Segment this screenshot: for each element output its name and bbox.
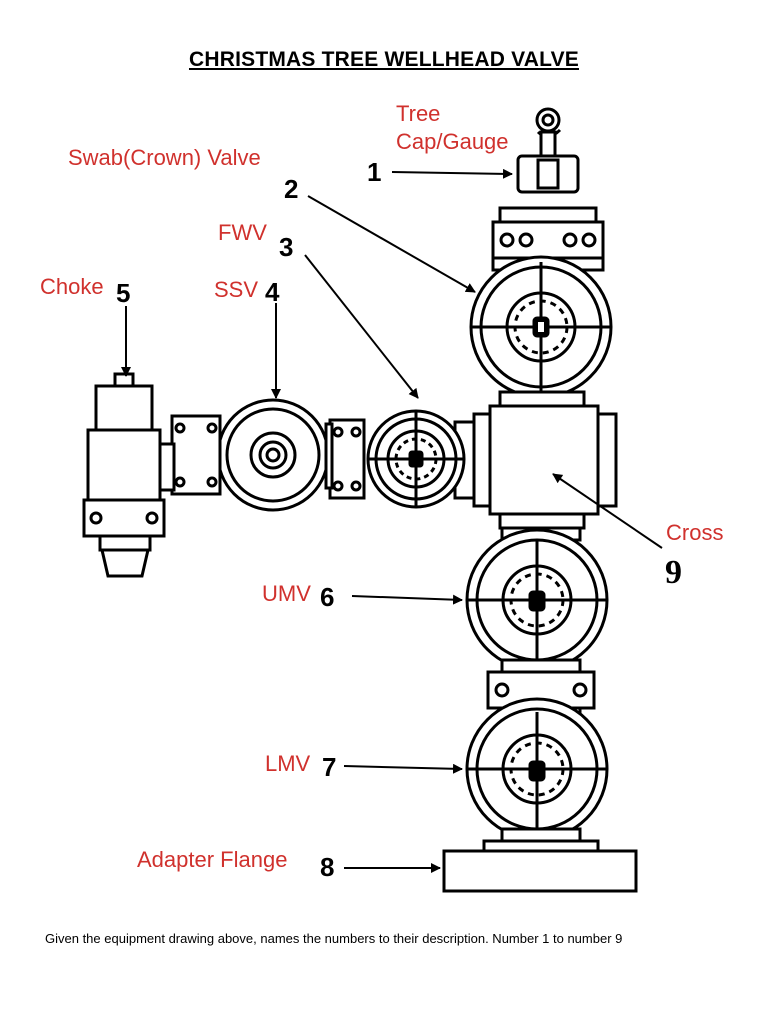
cross-body [472, 404, 618, 530]
umv-valve [465, 526, 609, 674]
label-swab-valve: Swab(Crown) Valve [68, 145, 261, 170]
number-3: 3 [279, 232, 293, 262]
arrow-7 [343, 763, 463, 774]
number-7: 7 [322, 752, 336, 782]
label-adapter-flange: Adapter Flange [137, 847, 287, 872]
label-umv: UMV [262, 581, 311, 606]
arrow-2 [307, 195, 476, 293]
page-title: CHRISTMAS TREE WELLHEAD VALVE [188, 48, 580, 71]
label-choke: Choke [40, 274, 104, 299]
number-8: 8 [320, 852, 334, 882]
tree-cap-gauge [516, 107, 580, 194]
label-lmv: LMV [265, 751, 311, 776]
arrow-9 [552, 473, 663, 549]
number-1: 1 [367, 157, 381, 187]
swab-valve [469, 255, 613, 399]
label-fwv: FWV [218, 220, 267, 245]
number-9: 9 [665, 554, 682, 591]
number-4: 4 [265, 277, 280, 307]
caption: Given the equipment drawing above, names… [45, 931, 623, 946]
label-tree: Tree [396, 101, 440, 126]
label-cross: Cross [666, 520, 723, 545]
fwv-valve [328, 409, 476, 509]
arrow-1 [391, 168, 513, 179]
arrow-6 [351, 594, 463, 605]
number-6: 6 [320, 582, 334, 612]
number-5: 5 [116, 278, 130, 308]
label-ssv: SSV [214, 277, 258, 302]
adapter-flange [442, 839, 638, 893]
choke-body [82, 372, 176, 578]
label-cap-gauge: Cap/Gauge [396, 129, 509, 154]
number-2: 2 [284, 174, 298, 204]
lmv-valve [465, 697, 609, 843]
ssv-valve [170, 398, 334, 512]
arrow-3 [304, 254, 419, 399]
